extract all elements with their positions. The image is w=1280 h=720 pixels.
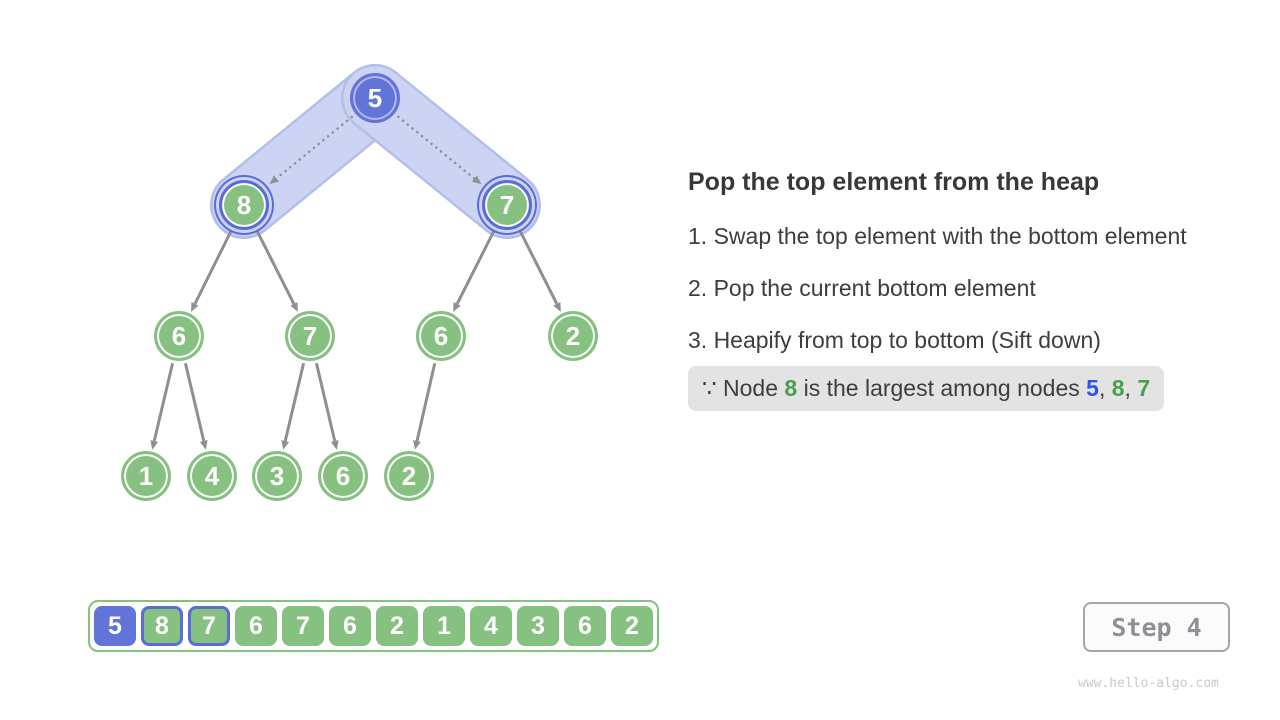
array-cell: 6 [564, 606, 606, 646]
tree-edge-arrow [453, 229, 496, 312]
tree-node: 3 [252, 451, 302, 501]
tree-node: 8 [219, 180, 269, 230]
tree-node: 7 [285, 311, 335, 361]
note-text: , [1098, 375, 1112, 401]
panel-title: Pop the top element from the heap [688, 168, 1100, 196]
tree-edge-arrow [413, 362, 437, 450]
array-cell: 8 [141, 606, 183, 646]
tree-node: 6 [318, 451, 368, 501]
array-cell: 6 [235, 606, 277, 646]
explanation-panel: Pop the top element from the heap 1. Swa… [688, 166, 1233, 411]
tree-node: 4 [187, 451, 237, 501]
tree-edge-arrow [518, 229, 561, 312]
array-cell: 6 [329, 606, 371, 646]
tree-node: 1 [121, 451, 171, 501]
step-line: 2. Pop the current bottom element [688, 275, 1036, 301]
tree-edge-arrow [314, 362, 339, 450]
array-cell: 5 [94, 606, 136, 646]
tree-node: 6 [154, 311, 204, 361]
watermark: www.hello-algo.com [1078, 676, 1219, 691]
reason-note: ∵ Node 8 is the largest among nodes 5, 8… [688, 366, 1165, 411]
tree-node: 7 [482, 180, 532, 230]
note-node-ref: 8 [784, 375, 798, 401]
step-list: 1. Swap the top element with the bottom … [688, 222, 1233, 354]
array-cell: 7 [188, 606, 230, 646]
array-cell: 2 [611, 606, 653, 646]
step-line: 1. Swap the top element with the bottom … [688, 223, 1187, 249]
array-cell: 1 [423, 606, 465, 646]
array-cell: 2 [376, 606, 418, 646]
tree-edge-arrow [191, 229, 233, 312]
array-cell: 4 [470, 606, 512, 646]
tree-node: 6 [416, 311, 466, 361]
array-cell: 7 [282, 606, 324, 646]
tree-edge-arrow [150, 362, 175, 450]
tree-node: 2 [548, 311, 598, 361]
step-line: 3. Heapify from top to bottom (Sift down… [688, 327, 1101, 353]
note-text: , [1124, 375, 1138, 401]
tree-edge-arrow [183, 362, 208, 450]
swap-dotted-arrow [269, 115, 354, 185]
array-cell: 3 [517, 606, 559, 646]
note-text: is the largest among nodes [797, 375, 1087, 401]
note-node-ref: 7 [1137, 375, 1151, 401]
tree-edge-arrow [255, 229, 298, 312]
tree-node: 5 [350, 73, 400, 123]
note-node-ref: 5 [1086, 375, 1099, 401]
step-button[interactable]: Step 4 [1083, 602, 1230, 652]
tree-edge-arrow [281, 362, 306, 450]
note-text: ∵ Node [702, 375, 785, 401]
swap-dotted-arrow [397, 115, 482, 185]
tree-edges [150, 115, 561, 450]
tree-node: 2 [384, 451, 434, 501]
note-node-ref: 8 [1111, 375, 1125, 401]
